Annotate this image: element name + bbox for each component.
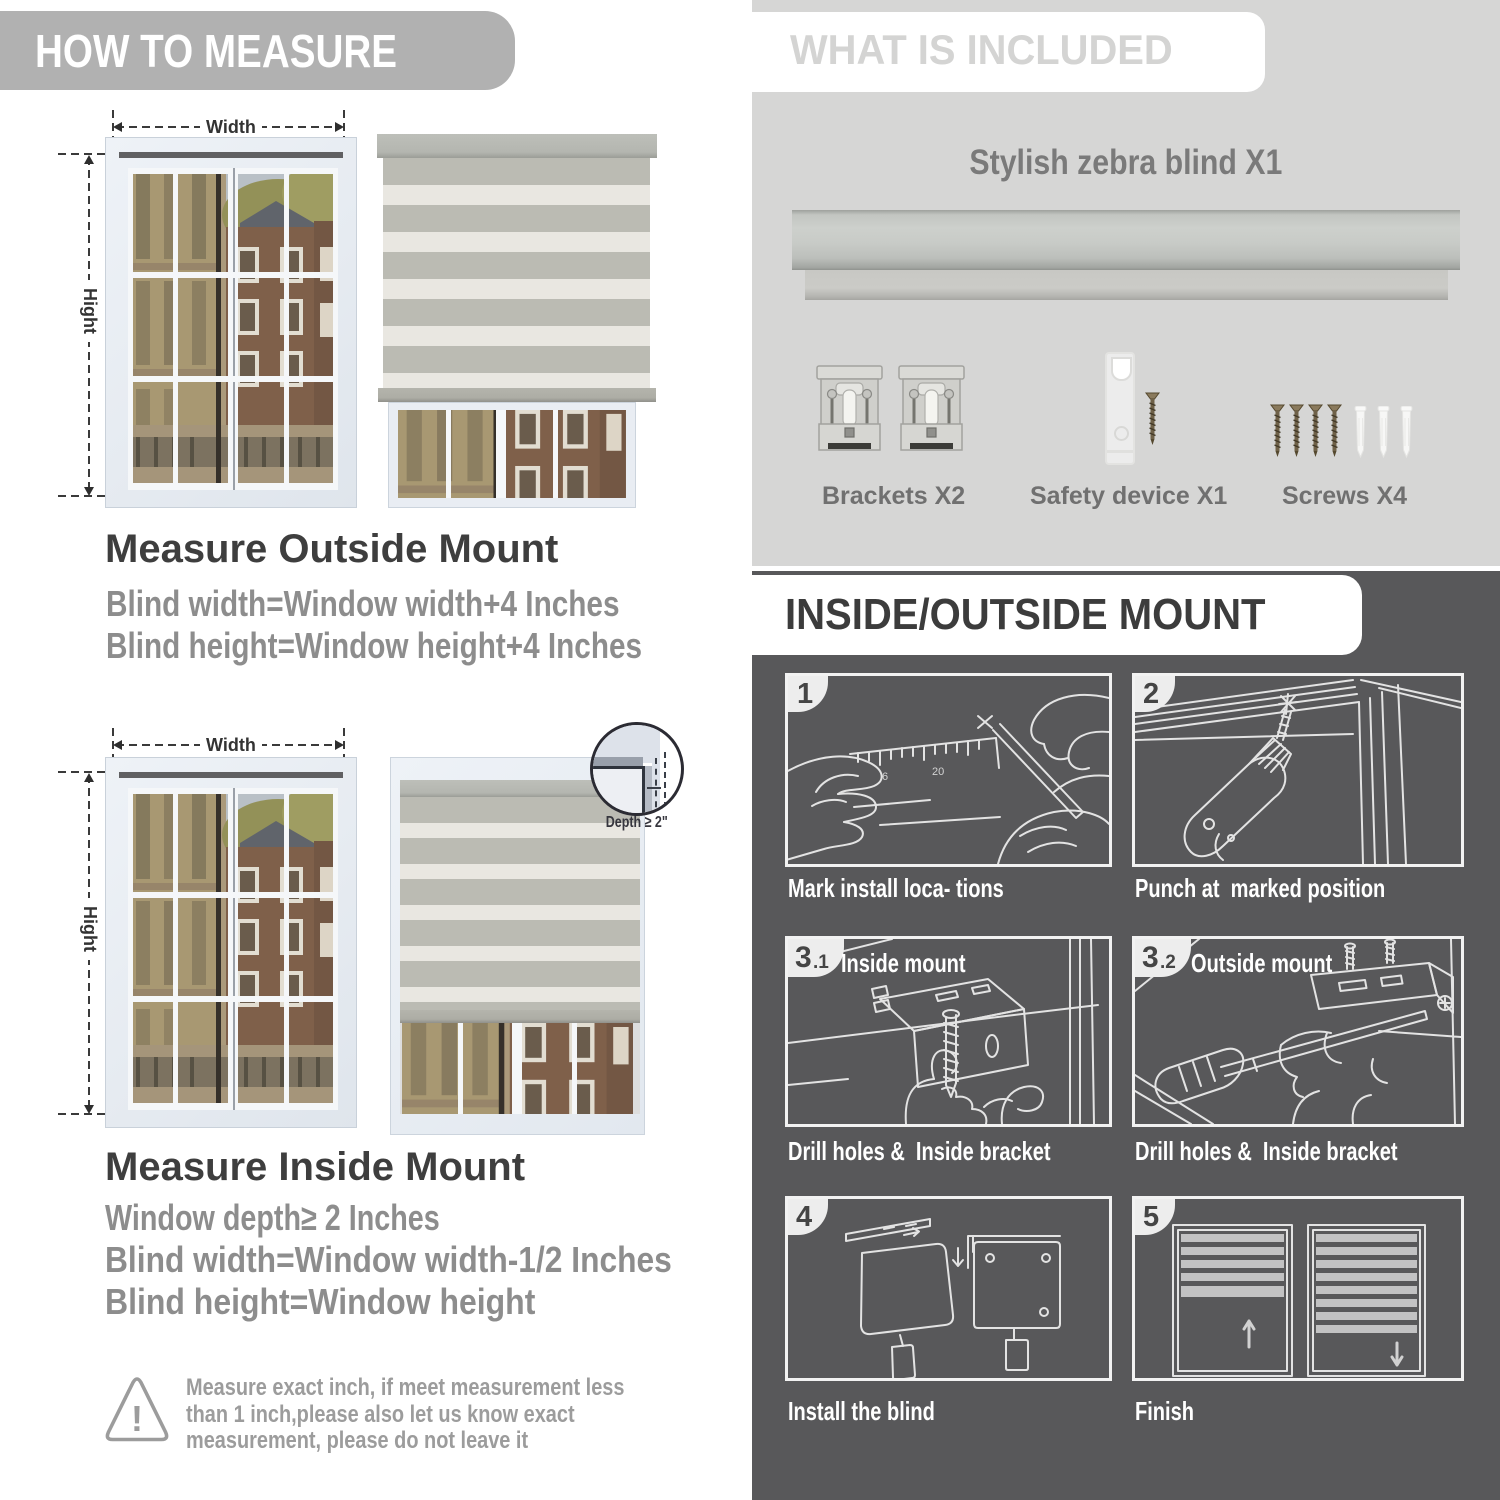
svg-text:20: 20 bbox=[932, 766, 944, 778]
svg-text:!: ! bbox=[131, 1398, 143, 1439]
svg-text:6: 6 bbox=[882, 771, 888, 783]
